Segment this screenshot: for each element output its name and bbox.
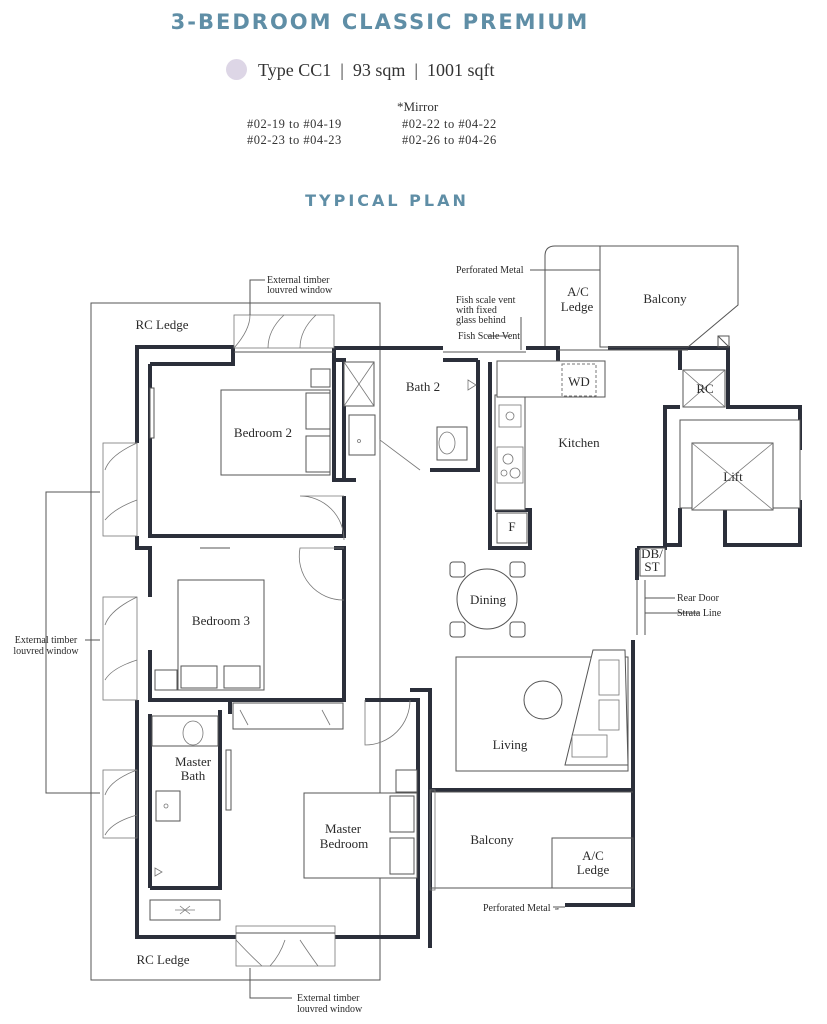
unit-type-line: Type CC1 | 93 sqm | 1001 sqft [226,59,494,81]
separator: | [414,60,418,80]
bedroom2-door [299,495,345,541]
ext-window-top-label-1: External timber [267,275,330,286]
type-color-dot [226,59,247,80]
unit-range: #02-22 to #04-22 [402,117,497,131]
ac-bottom-label-2: Ledge [577,862,610,877]
bedroom3-label: Bedroom 3 [192,613,250,628]
fridge-label: F [508,519,515,534]
perforated-bottom-label: Perforated Metal [483,903,551,914]
rc-ledge-outline [90,302,381,981]
fish-vent-label-3: glass behind [456,315,506,326]
perforated-top-label: Perforated Metal [456,265,524,276]
leader-lines [45,269,700,999]
master-wardrobe [225,702,344,811]
bottom-window [235,925,336,967]
master-bath-label-1: Master [175,754,212,769]
rear-door-label: Rear Door [677,593,720,604]
mirror-label: *Mirror [397,99,439,114]
bath2-label: Bath 2 [406,379,440,394]
bath2-fixtures [343,361,477,461]
bedroom2-wardrobe [149,387,155,439]
lift-core [679,419,801,511]
type-label: Type CC1 [258,60,332,80]
bath2-door [379,439,421,480]
walls [135,345,802,948]
area-sqft: 1001 sqft [426,60,495,80]
kitchen-label: Kitchen [558,435,600,450]
unit-range: #02-19 to #04-19 [247,117,342,131]
master-bath-fixtures [149,715,221,921]
strata-line-label: Strata Line [677,608,722,619]
master-side-door [429,789,436,891]
ext-window-top-label-2: louvred window [267,285,333,296]
ac-top-label-1: A/C [567,284,589,299]
balcony-top-label: Balcony [643,291,687,306]
room-labels: RC Ledge Bedroom 2 Bath 2 A/C Ledge Balc… [135,284,743,967]
db-st-box [639,547,666,577]
separator: | [340,60,344,80]
top-window [233,314,335,353]
ext-window-bottom-label-1: External timber [297,993,360,1004]
db-label-1: DB/ [641,546,663,561]
page-title: 3-BEDROOM CLASSIC PREMIUM [170,10,590,34]
ext-window-left-label-2: louvred window [13,646,79,657]
balcony-bottom-label: Balcony [470,832,514,847]
living-label: Living [493,737,528,752]
area-sqm: 93 sqm [352,60,406,80]
rc-ledge-bottom-label: RC Ledge [136,952,189,967]
balcony-drain [717,335,730,348]
unit-list-right: #02-22 to #04-22 #02-26 to #04-26 [402,116,497,148]
top-balcony-outline [544,245,739,348]
master-bath-label-2: Bath [181,768,206,783]
bedroom2-bed [220,368,331,476]
wd-label: WD [568,374,590,389]
master-bed-label-2: Bedroom [320,836,368,851]
bedroom3-bed [154,579,265,691]
bottom-ac-ledge-outline [551,837,634,889]
unit-range: #02-23 to #04-23 [247,133,342,147]
rc-label: RC [696,381,713,396]
bedroom2-label: Bedroom 2 [234,425,292,440]
master-bed [303,769,418,879]
master-door [364,699,411,746]
plan-title: TYPICAL PLAN [305,191,469,210]
ac-bottom-label-1: A/C [582,848,604,863]
fish-scale-vent-label: Fish Scale Vent [458,331,520,342]
dining-label: Dining [470,592,507,607]
fish-vent-label-2: with fixed [456,305,497,316]
balcony-drain [717,335,730,348]
fish-vent-label-1: Fish scale vent [456,295,516,306]
ext-window-bottom-label-2: louvred window [297,1004,363,1015]
ext-window-left-label-1: External timber [15,635,78,646]
lift-label: Lift [723,469,743,484]
living-furniture [455,649,629,772]
bedroom3-door [298,547,345,601]
rc-box [682,369,726,408]
db-label-2: ST [644,559,659,574]
unit-list-left: #02-19 to #04-19 #02-23 to #04-23 [247,116,342,148]
ac-top-label-2: Ledge [561,299,594,314]
dining-table [449,561,526,638]
left-windows [102,442,138,839]
rc-ledge-top-label: RC Ledge [135,317,188,332]
master-bed-label-1: Master [325,821,362,836]
kitchen-fixtures [494,360,606,544]
unit-range: #02-26 to #04-26 [402,133,497,147]
annotations: External timber louvred window External … [13,265,721,1015]
